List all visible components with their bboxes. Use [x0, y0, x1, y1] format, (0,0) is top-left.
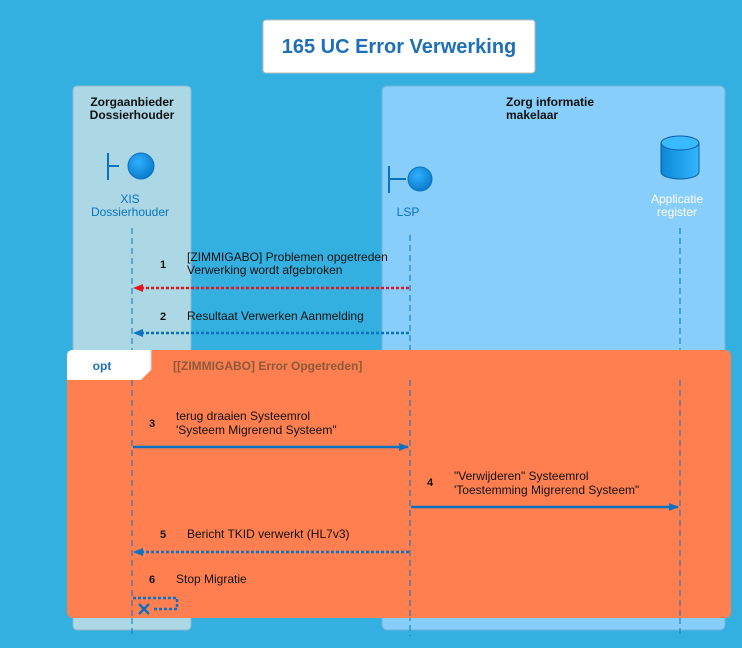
fragment-operator: opt: [93, 359, 112, 373]
self-message-arrow: [133, 596, 179, 611]
destroy-x-icon: [138, 603, 150, 615]
message-4[interactable]: 4 "Verwijderen" Systeemrol 'Toestemming …: [411, 469, 679, 511]
message-number: 2: [160, 311, 166, 323]
message-label-line1: "Verwijderen" Systeemrol: [454, 469, 589, 483]
participant-label-line1: LSP: [397, 205, 420, 219]
message-label-line1: Stop Migratie: [176, 572, 247, 586]
message-label-line2: Verwerking wordt afgebroken: [187, 263, 342, 277]
participant-xis[interactable]: XIS Dossierhouder: [91, 152, 169, 219]
boundary-icon: [388, 166, 433, 193]
message-number: 3: [149, 418, 155, 430]
message-number: 1: [160, 259, 166, 271]
message-label-line1: [ZIMMIGABO] Problemen opgetreden: [187, 250, 388, 264]
message-label-line2: 'Toestemming Migrerend Systeem": [454, 483, 639, 497]
participant-label-line2: register: [657, 205, 697, 219]
title-box: 165 UC Error Verwerking: [262, 19, 536, 74]
message-label-line2: 'Systeem Migrerend Systeem": [176, 423, 337, 437]
message-label-line1: terug draaien Systeemrol: [176, 409, 310, 423]
message-3[interactable]: 3 terug draaien Systeemrol 'Systeem Migr…: [133, 409, 409, 451]
diagram-title: 165 UC Error Verwerking: [282, 36, 517, 58]
participant-lsp[interactable]: LSP: [388, 166, 433, 219]
participant-applicatie-register[interactable]: Applicatie register: [651, 135, 703, 219]
participant-label-line1: XIS: [120, 192, 139, 206]
participant-label-line2: Dossierhouder: [91, 205, 169, 219]
message-label-line1: Resultaat Verwerken Aanmelding: [187, 309, 364, 323]
message-1[interactable]: 1 [ZIMMIGABO] Problemen opgetreden Verwe…: [133, 250, 409, 292]
lane-title-line1: Zorg informatie: [506, 95, 594, 109]
message-5[interactable]: 5 Bericht TKID verwerkt (HL7v3): [133, 527, 409, 556]
database-icon: [660, 135, 700, 180]
message-number: 4: [427, 477, 434, 489]
message-2[interactable]: 2 Resultaat Verwerken Aanmelding: [133, 309, 409, 337]
lane-title-line1: Zorgaanbieder: [90, 95, 174, 109]
lane-title-line2: Dossierhouder: [90, 108, 175, 122]
message-number: 6: [149, 574, 155, 586]
message-number: 5: [160, 529, 166, 541]
message-label-line1: Bericht TKID verwerkt (HL7v3): [187, 527, 350, 541]
participant-label-line1: Applicatie: [651, 192, 703, 206]
message-6[interactable]: 6 Stop Migratie: [133, 572, 247, 615]
lane-title-line2: makelaar: [506, 108, 558, 122]
boundary-icon: [107, 152, 155, 180]
fragment-guard: [[ZIMMIGABO] Error Opgetreden]: [173, 359, 362, 373]
